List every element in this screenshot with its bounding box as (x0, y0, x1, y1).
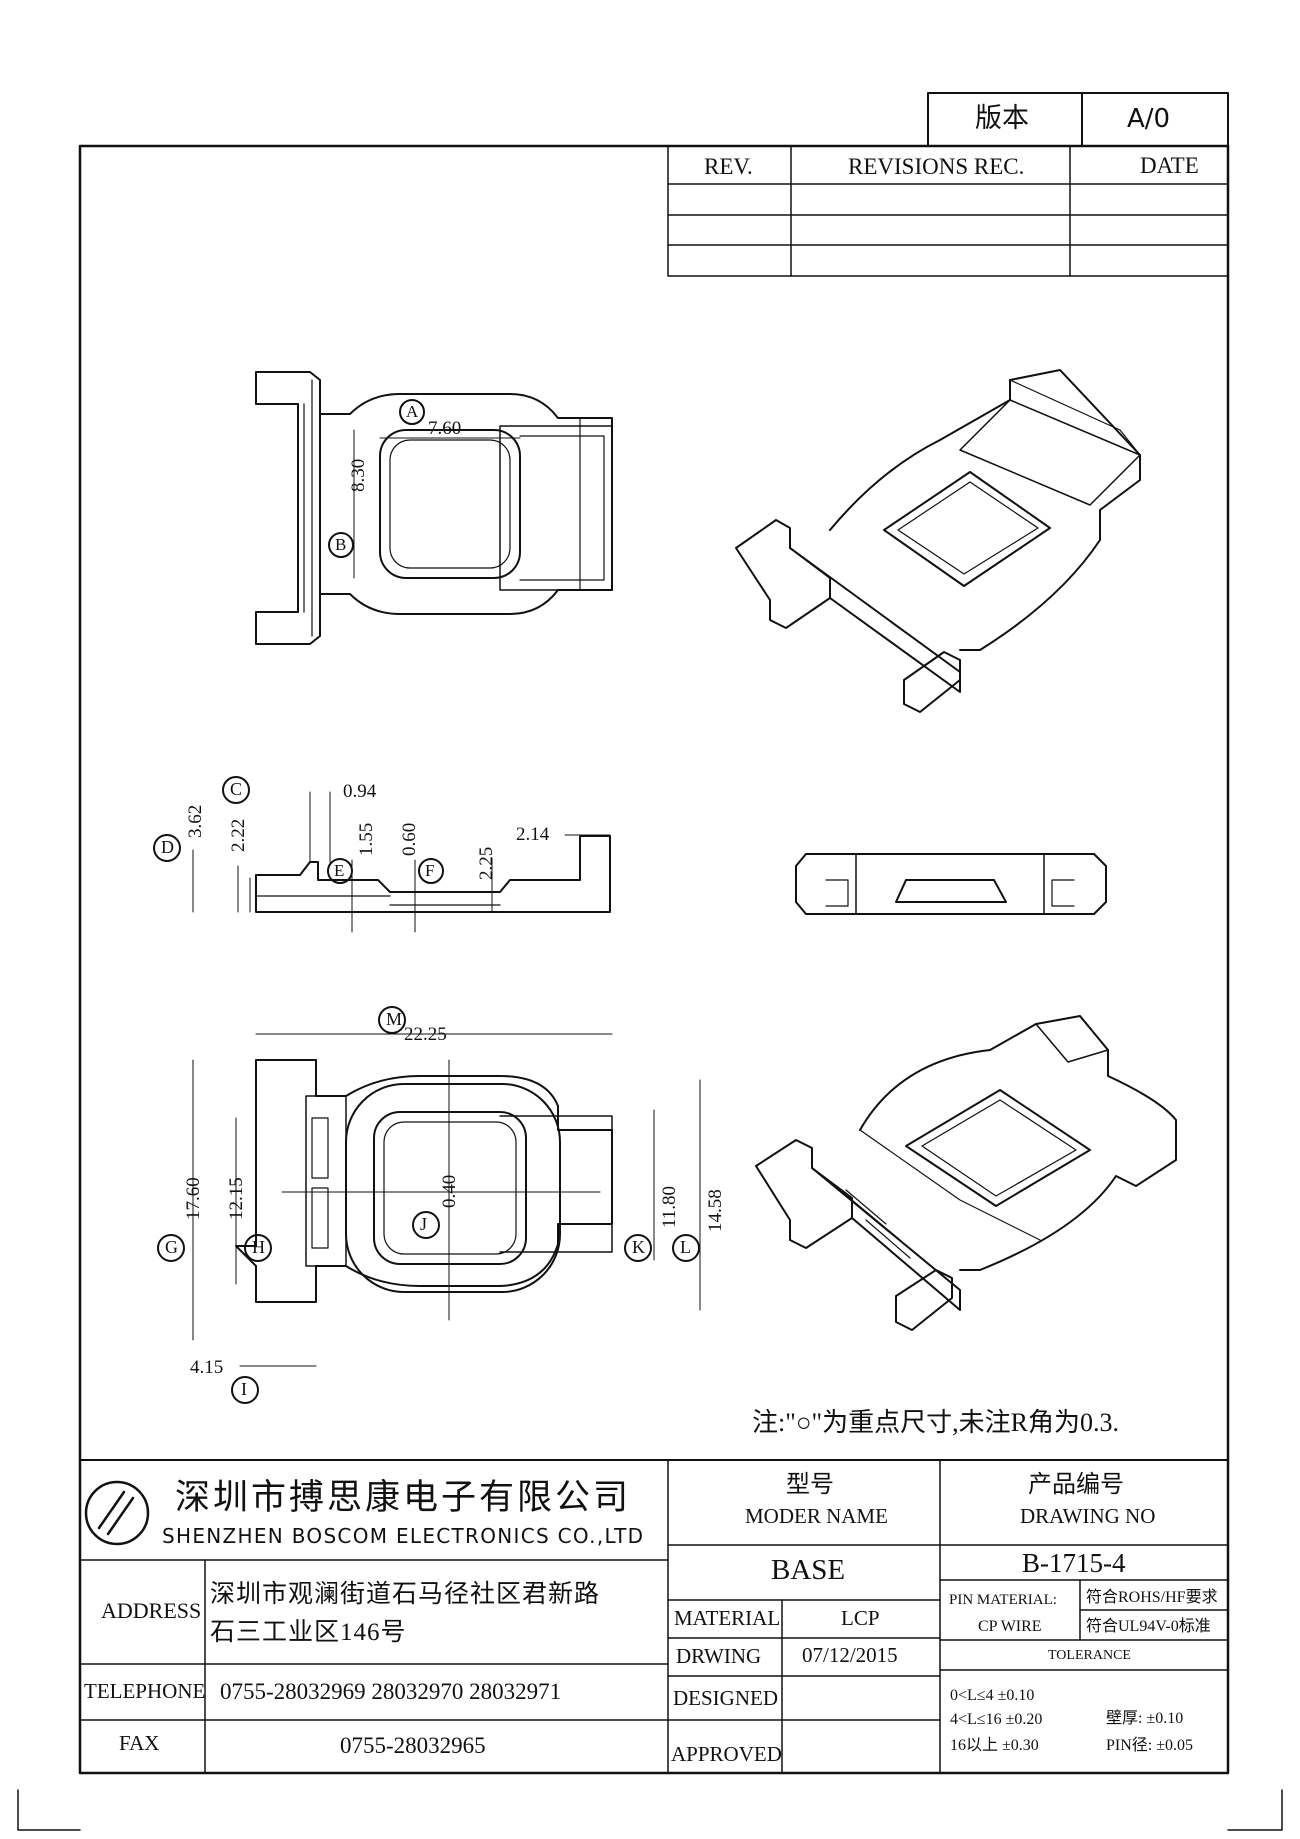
iso-view-bottom (755, 1015, 1177, 1331)
fax-value: 0755-28032965 (340, 1733, 486, 1758)
dim-g-side-value: 2.25 (476, 846, 497, 880)
address-line1: 深圳市观澜街道石马径社区君新路 (210, 1581, 601, 1608)
drwing-label: DRWING (676, 1644, 762, 1668)
version-label: 版本 (975, 103, 1029, 134)
dim-i-value: 4.15 (190, 1357, 224, 1378)
dim-d-label: D (161, 837, 174, 857)
iso-view-top (735, 369, 1141, 713)
dim-f-label: F (425, 861, 435, 880)
corner-mark-br (1227, 1789, 1283, 1831)
corner-mark-bl (17, 1789, 81, 1831)
drawing-note: 注:"○"为重点尺寸,未注R角为0.3. (752, 1408, 1119, 1437)
version-value: A/0 (1127, 104, 1171, 134)
model-value: BASE (771, 1554, 846, 1586)
dim-h-label: H (252, 1237, 265, 1257)
bottom-view (157, 1006, 701, 1404)
drwing-value: 07/12/2015 (802, 1643, 898, 1667)
revisions-rec-header: REVISIONS REC. (848, 154, 1025, 179)
model-label-en: MODER NAME (745, 1504, 888, 1528)
tolerance-1: 0<L≤4 ±0.10 (950, 1687, 1035, 1704)
dim-k-label: K (632, 1237, 645, 1257)
side-view (153, 776, 611, 933)
telephone-value: 0755-28032969 28032970 28032971 (220, 1679, 562, 1704)
company-name-en: SHENZHEN BOSCOM ELECTRONICS CO.,LTD (162, 1524, 645, 1548)
dim-l-value: 14.58 (705, 1189, 726, 1232)
sheet-border (78, 144, 1230, 1775)
dim-c-value: 0.94 (343, 781, 377, 802)
tolerance-2: 4<L≤16 ±0.20 (950, 1711, 1043, 1728)
revision-table (667, 145, 1229, 277)
dim-j-value: 0.40 (439, 1174, 460, 1208)
dim-g-label: G (165, 1237, 178, 1257)
dim-m-value: 22.25 (404, 1024, 447, 1045)
tolerance-3: 16以上 ±0.30 (950, 1737, 1039, 1754)
front-view (795, 853, 1107, 915)
company-name-cn: 深圳市搏思康电子有限公司 (175, 1478, 632, 1517)
wall-thickness-tolerance: 壁厚: ±0.10 (1106, 1710, 1184, 1727)
dim-m-label: M (386, 1009, 403, 1029)
drawing-no-label-en: DRAWING NO (1020, 1504, 1156, 1528)
dim-d2-value: 2.22 (228, 818, 249, 852)
dim-e-label: E (334, 861, 345, 880)
dim-h-value: 12.15 (226, 1177, 247, 1220)
rev-header: REV. (704, 154, 753, 179)
date-header: DATE (1140, 153, 1199, 178)
model-label-cn: 型号 (786, 1472, 834, 1498)
approved-label: APPROVED (671, 1742, 782, 1766)
rohs-compliance: 符合ROHS/HF要求 (1086, 1589, 1218, 1606)
dim-f-value: 0.60 (399, 822, 420, 856)
designed-label: DESIGNED (673, 1686, 778, 1710)
address-line2: 石三工业区146号 (210, 1619, 407, 1646)
material-value: LCP (841, 1606, 880, 1630)
drawing-no-label-cn: 产品编号 (1028, 1472, 1124, 1498)
dim-a-value: 7.60 (428, 418, 462, 439)
pin-diameter-tolerance: PIN径: ±0.05 (1106, 1737, 1194, 1754)
ul-compliance: 符合UL94V-0标准 (1086, 1618, 1211, 1635)
address-label: ADDRESS (101, 1598, 202, 1623)
pin-material-value: CP WIRE (978, 1618, 1042, 1635)
tolerance-label: TOLERANCE (1048, 1648, 1131, 1663)
dim-e-value: 1.55 (356, 822, 377, 856)
pin-material-label: PIN MATERIAL: (949, 1592, 1057, 1608)
dim-a-label: A (406, 402, 419, 421)
company-logo (84, 1480, 150, 1546)
dim-d-value: 3.62 (185, 804, 206, 838)
dim-b-label: B (335, 535, 347, 554)
dim-k-value: 11.80 (659, 1185, 680, 1228)
dim-i-label: I (241, 1379, 247, 1399)
dim-j-label: J (420, 1214, 428, 1234)
title-block-grid (79, 1459, 1229, 1774)
dim-g-value: 17.60 (183, 1177, 204, 1220)
dim-b-value: 8.30 (348, 458, 369, 492)
telephone-label: TELEPHONE (84, 1679, 206, 1703)
top-view (255, 371, 613, 645)
dim-l-label: L (680, 1237, 691, 1257)
dim-h-side-value: 2.14 (516, 824, 550, 845)
dim-c-label: C (230, 779, 243, 799)
version-box (927, 92, 1229, 147)
fax-label: FAX (119, 1731, 160, 1755)
material-label: MATERIAL (674, 1606, 781, 1630)
drawing-no-value: B-1715-4 (1022, 1548, 1126, 1578)
